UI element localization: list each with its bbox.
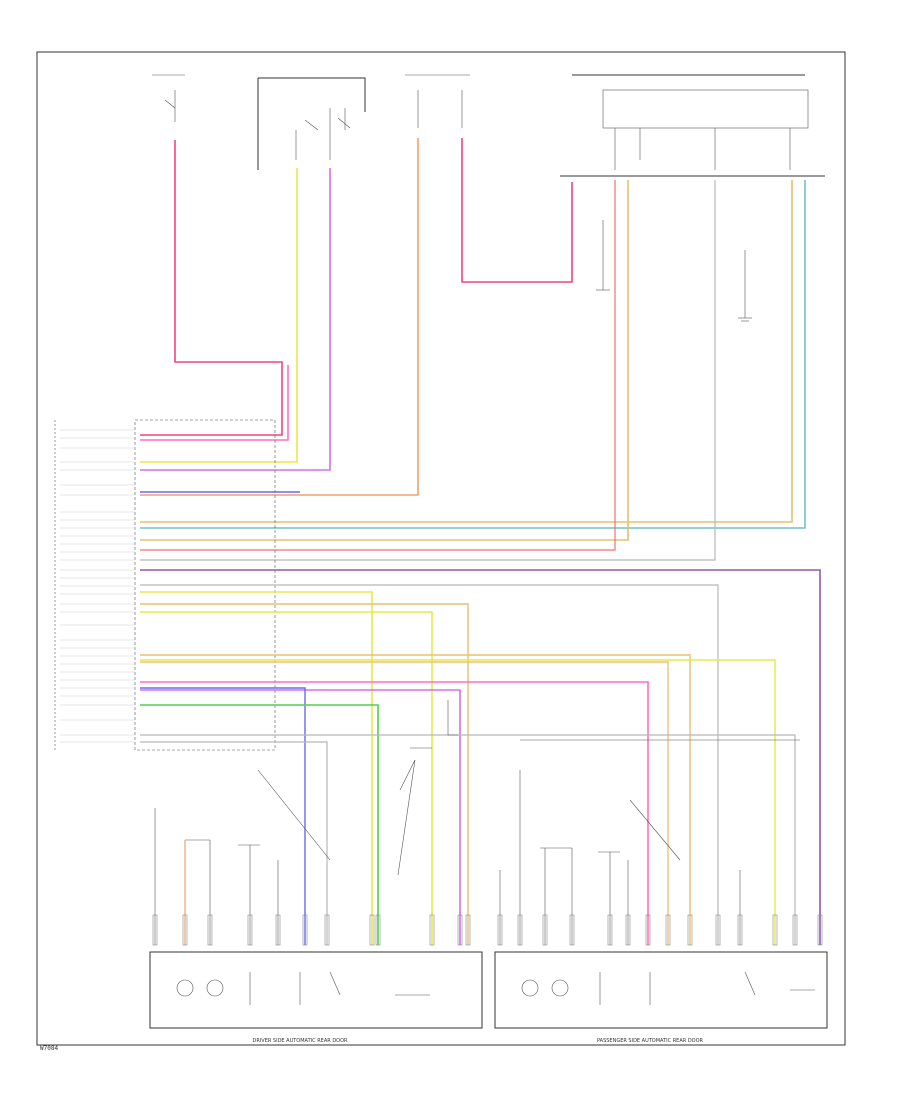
bottom-pin-2 [182,914,188,946]
wire-tan-right [140,180,629,541]
wire-pink-center [461,138,573,283]
bottom-pin-10 [429,914,435,946]
bottom-pin-16 [569,914,575,946]
bottom-pin-3 [207,914,213,946]
wire-gray-lower-2 [140,734,796,945]
bottom-pin-9 [375,914,381,946]
wire-teal-right [140,180,806,529]
wire-red-top-left [140,140,283,436]
wire-red-right [140,180,616,551]
bottom-pin-24 [772,914,778,946]
bottom-pin-11 [457,914,463,946]
wire-yellow-lower-3 [140,659,776,945]
bottom-pin-19 [645,914,651,946]
wire-tan-right-2 [140,180,793,523]
driver-door-module [149,951,483,1029]
bottom-pin-26 [817,914,823,946]
lower-left-components [154,747,432,945]
bottom-pin-8 [369,914,375,946]
passenger-module-title: PASSENGER SIDE AUTOMATIC REAR DOOR [597,1038,704,1044]
wire-yellow-left [140,168,298,463]
wire-orange-center [140,138,419,496]
bottom-pin-6 [302,914,308,946]
top-right-junction-box [560,74,825,177]
wire-violet-left [140,168,331,471]
bottom-pin-4 [247,914,253,946]
bottom-pin-13 [497,914,503,946]
top-left-fuse-group [152,74,185,122]
bottom-pin-15 [542,914,548,946]
top-middle-fuse-group [405,74,470,128]
connector-block-left [54,419,276,751]
wire-tan-lower-2 [140,654,691,945]
ground-top-center [596,220,610,291]
bottom-pin-1 [152,914,158,946]
top-relay-box [257,77,366,170]
bottom-pin-21 [687,914,693,946]
wire-yellow-lower-2 [140,611,433,945]
bottom-pin-5 [275,914,281,946]
wire-blue-lower [140,687,306,945]
diagram-code: W7084 [40,1045,58,1052]
bottom-pin-23 [737,914,743,946]
wire-green-lower [140,704,379,945]
wire-gray-lower [140,584,719,945]
bottom-pin-14 [517,914,523,946]
lower-right-components [447,700,800,945]
wire-purple-long [140,569,821,945]
bottom-pin-7 [324,914,330,946]
wire-pink-left [140,365,289,441]
passenger-door-module [494,951,828,1029]
bottom-pin-20 [665,914,671,946]
bottom-connector-pins [152,914,823,946]
bottom-pin-22 [715,914,721,946]
wire-tan-lower-3 [140,661,669,945]
wire-tan-lower [140,603,469,945]
bottom-pin-17 [607,914,613,946]
ground-top-right [738,250,752,322]
wire-violet-lower [140,689,461,945]
bottom-pin-12 [465,914,471,946]
diagram-frame [36,51,846,1046]
driver-module-title: DRIVER SIDE AUTOMATIC REAR DOOR [252,1038,348,1044]
wire-gray-right [140,180,716,561]
bottom-pin-25 [792,914,798,946]
wire-yellow-lower [140,591,373,945]
bottom-pin-18 [625,914,631,946]
wire-pink-lower [140,681,649,945]
wire-gray-lower-3 [140,741,328,945]
